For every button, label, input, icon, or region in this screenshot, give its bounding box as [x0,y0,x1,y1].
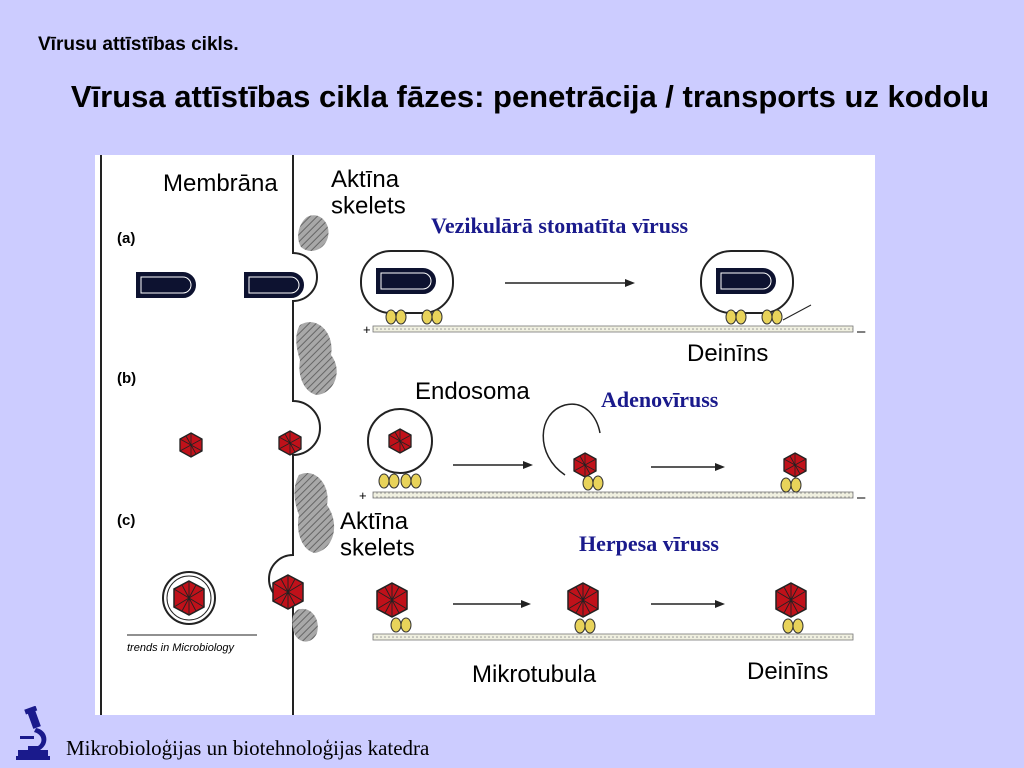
cell-membrane [268,155,321,715]
vsv-in-vesicle [376,268,436,294]
endosome-lysis [542,403,601,476]
actin-skeleton-patch [296,322,337,395]
dynein-motor-b3 [582,475,604,491]
vsv-transported [716,268,776,294]
dynein-motor-c1 [390,617,412,633]
dynein-pointer-a [782,304,812,321]
vsv-particle-binding [244,272,304,298]
dynein-motor-b1 [378,473,400,489]
adenovirus-label: Adenovīruss [601,387,719,412]
microscope-logo-icon [16,706,50,760]
microtubule-a [372,325,854,333]
panel-c-label: (c) [117,512,135,529]
adenovirus-escaping [573,452,597,478]
herpes-label: Herpesa vīruss [579,531,719,556]
adenovirus-binding [278,430,302,456]
arrow-c2-head [715,600,725,608]
endosome-circle [367,408,433,474]
adenovirus-free [179,432,203,458]
dynein-motor-c2 [574,618,596,634]
endocytic-vesicle-a1 [360,250,454,314]
panel-a-label: (a) [117,230,135,247]
slide-header: Vīrusu attīstības cikls. [38,34,239,55]
herpes-envelope [162,571,216,625]
membrane-label: Membrāna [163,170,278,197]
arrow-c1-head [521,600,531,608]
arrow-b2-head [715,463,725,471]
herpes-capsid-c1 [376,582,408,618]
adenovirus-in-endosome [388,428,412,454]
slide-title: Vīrusa attīstības cikla fāzes: penetrāci… [70,79,990,114]
herpes-capsid-fusing [272,574,304,610]
arrow-b1-head [523,461,533,469]
endosome-label: Endosoma [415,378,530,405]
panel-b-label: (b) [117,370,136,387]
minus-end-a: – [857,323,866,340]
microtubule-b [372,491,854,499]
footer-text: Mikrobioloģijas un biotehnoloģijas kated… [66,736,430,760]
dynein-motor-b2 [400,473,422,489]
herpes-capsid-c3 [775,582,807,618]
credit-label: trends in Microbiology [127,642,235,654]
dynein-motor-b4 [780,477,802,493]
adenovirus-transported [783,452,807,478]
minus-end-b: – [857,489,866,506]
microtubule-label: Mikrotubula [472,661,597,688]
herpes-envelope-inner [166,575,212,621]
vsv-particle-free [136,272,196,298]
plus-end-a: + [363,322,371,337]
actin-skeleton-patch [298,215,329,251]
arrow-a-head [625,279,635,287]
dynein-label-top: Deinīns [687,340,768,367]
dynein-label-bottom: Deinīns [747,658,828,685]
actin-skeleton-patch [292,608,318,642]
dynein-motor-c3 [782,618,804,634]
endocytic-vesicle-a2 [700,250,794,314]
plus-end-b: + [359,488,367,503]
actin-skeleton-patch [294,473,335,553]
figure-canvas: + – + – (a) (b) (c [100,155,866,715]
vsv-label: Vezikulārā stomatīta vīruss [431,213,689,238]
herpes-capsid-free [173,580,205,616]
microtubule-c [372,633,854,641]
herpes-capsid-c2 [567,582,599,618]
virus-entry-figure: + – + – (a) (b) (c [95,155,875,715]
